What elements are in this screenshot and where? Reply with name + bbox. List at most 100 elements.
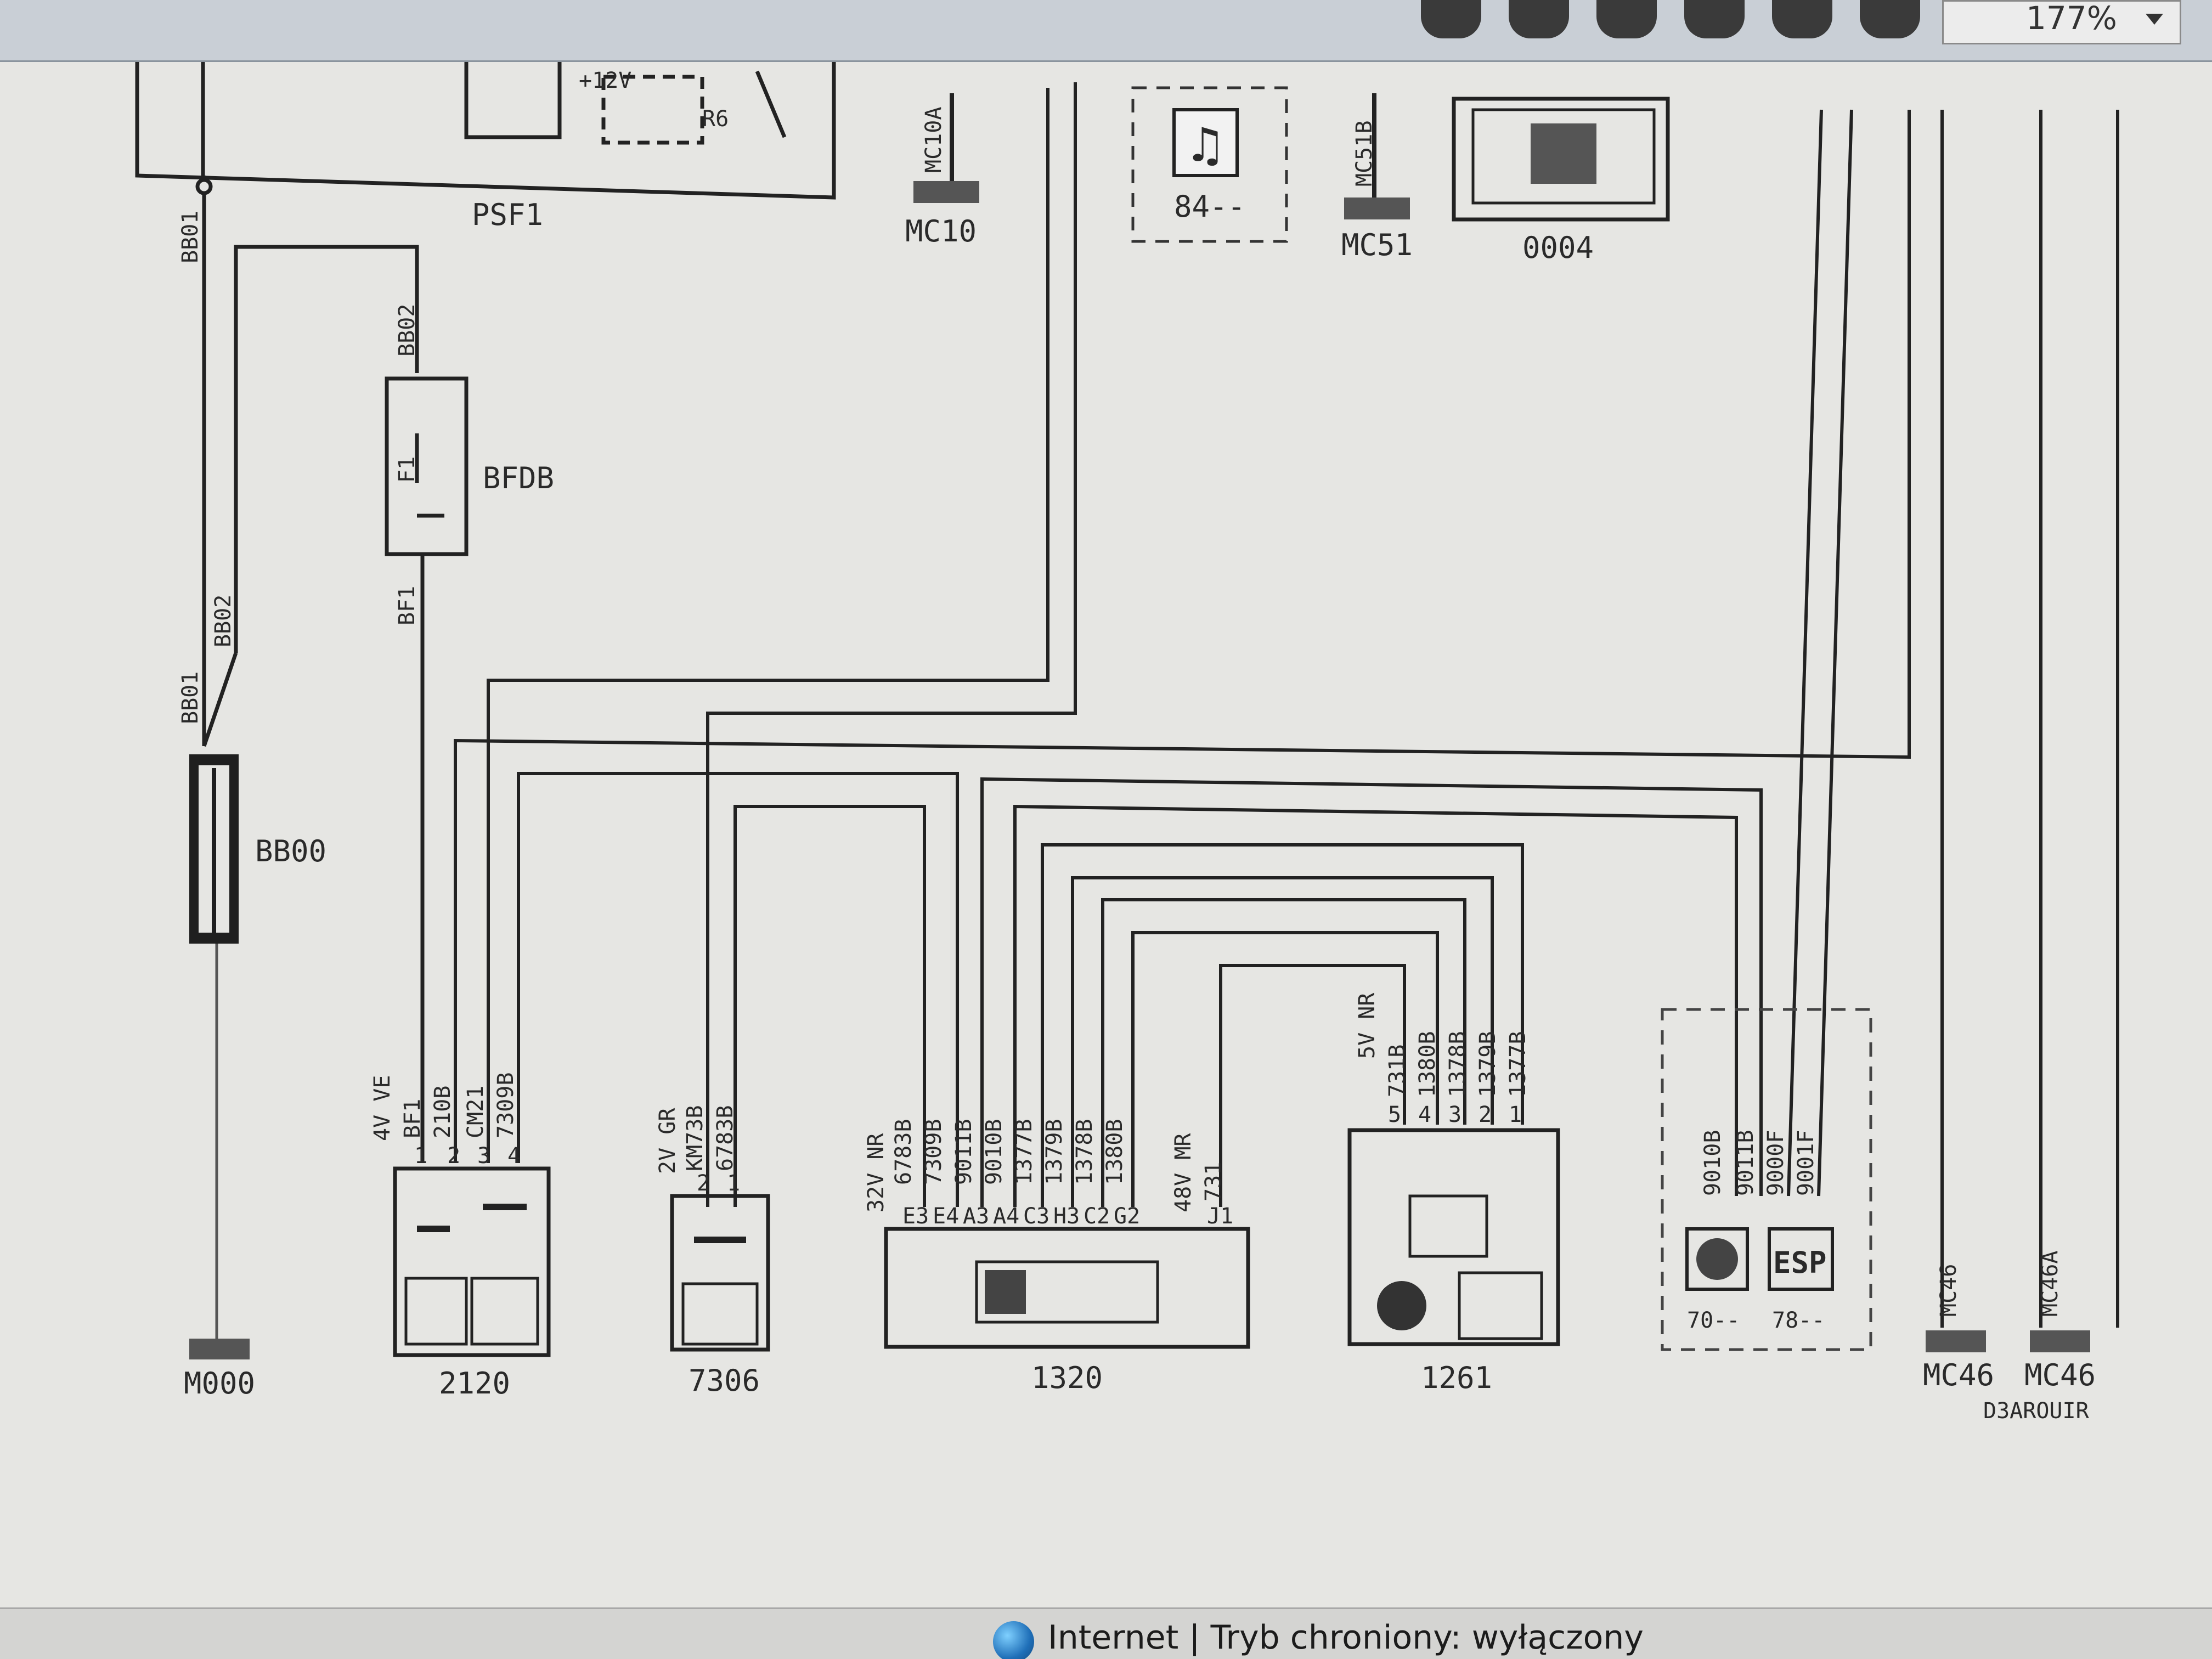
bb02-low-label: BB02 [211, 595, 236, 647]
c1261-label: 1261 [1421, 1361, 1492, 1395]
esp-icon-label: ESP [1773, 1245, 1827, 1280]
c1261-wire-5: 1377B [1505, 1031, 1531, 1097]
c70-label: 70-- [1687, 1308, 1740, 1333]
print-icon[interactable] [1772, 0, 1832, 38]
c1261-header: 5V NR [1355, 992, 1380, 1059]
c2120-pin-3: 3 [477, 1143, 490, 1169]
zoom-value: 177% [2026, 0, 2117, 37]
abs-icon [1696, 1238, 1738, 1280]
c1320-wire-7: 1378B [1072, 1119, 1097, 1185]
pointer-icon[interactable] [1684, 0, 1745, 38]
component-84: ♫ [1131, 86, 1288, 243]
display-icon [1531, 123, 1596, 184]
abs-wire-2: 9011B [1733, 1130, 1758, 1196]
mc46a-label: MC46A [2038, 1251, 2063, 1317]
c1261-wire-2: 1380B [1415, 1031, 1440, 1097]
mc10-ground [913, 93, 979, 203]
c1320-label: 1320 [1031, 1361, 1103, 1395]
mc46-grounds [1926, 1330, 2090, 1352]
c1320-wire-3: 9011B [951, 1119, 977, 1185]
c1261-pin-3: 3 [1448, 1102, 1462, 1127]
bb01-low-label: BB01 [178, 672, 203, 724]
c78-label: 78-- [1772, 1308, 1825, 1333]
abs-wire-1: 9010B [1700, 1130, 1725, 1196]
plus12v-label: +12V [579, 68, 631, 93]
connector-1320 [884, 1227, 1250, 1349]
c1320-pin-2: E4 [933, 1204, 959, 1229]
music-note-icon: ♫ [1190, 116, 1220, 174]
c7306-header: 2V GR [655, 1108, 680, 1174]
mc46-label-1: MC46 [1923, 1358, 1994, 1392]
c2120-wire-3: CM21 [463, 1086, 488, 1138]
viewer-toolbar: 177% [0, 0, 2212, 62]
c7306-wire-1: KM73B [682, 1105, 708, 1171]
mc10-label: MC10 [905, 214, 977, 249]
c1320-header: 32V NR [864, 1133, 889, 1212]
c7306-pin-2: 1 [727, 1171, 740, 1196]
r6-label: R6 [702, 106, 729, 132]
c2120-label: 2120 [439, 1366, 510, 1401]
c1320-wire-4: 9010B [981, 1119, 1007, 1185]
bb01-top-label: BB01 [178, 211, 203, 263]
toolbar-button[interactable] [1596, 0, 1657, 38]
connector-2120 [393, 1166, 551, 1357]
c1320-wire-8: 1380B [1102, 1119, 1127, 1185]
diagram-ref-label: D3AROUIR [1983, 1398, 2090, 1424]
c7306-wire-2: 6783B [713, 1105, 738, 1171]
abs-wire-4: 9001F [1793, 1130, 1819, 1196]
zoom-select[interactable]: 177% [1942, 0, 2181, 44]
c7306-label: 7306 [689, 1363, 760, 1398]
c1320-wire-5: 1377B [1012, 1119, 1037, 1185]
c2120-header: 4V VE [370, 1075, 395, 1141]
c1320-wire-6: 1379B [1042, 1119, 1067, 1185]
f1-label: F1 [394, 456, 420, 483]
c1261-pin-5: 1 [1509, 1102, 1522, 1127]
plus-icon[interactable] [1860, 0, 1920, 38]
c1261-pin-1: 5 [1388, 1102, 1401, 1127]
browser-status-bar [0, 1607, 2212, 1659]
c2120-wire-1: BF1 [400, 1099, 425, 1138]
toolbar-button[interactable] [1509, 0, 1569, 38]
c1320-pin-5: C3 [1023, 1204, 1049, 1229]
left-wiring [195, 176, 469, 1163]
globe-icon [993, 1621, 1034, 1659]
c84-label: 84-- [1174, 189, 1245, 224]
component-0004 [1452, 97, 1670, 222]
c1320-wire2: 731 [1201, 1162, 1226, 1201]
mc51-label: MC51 [1341, 228, 1413, 262]
c1261-pin-4: 2 [1479, 1102, 1492, 1127]
c0004-label: 0004 [1522, 230, 1594, 265]
psf1-label: PSF1 [472, 198, 543, 232]
c2120-pin-1: 1 [414, 1143, 427, 1169]
c2120-wire-4: 7309B [493, 1073, 518, 1138]
bfdb-label: BFDB [483, 461, 554, 495]
c1261-wire-3: 1378B [1445, 1031, 1470, 1097]
c1320-wire-1: 6783B [891, 1119, 916, 1185]
c7306-pin-1: 2 [697, 1171, 710, 1196]
security-status: Internet | Tryb chroniony: wyłączony [1048, 1618, 1644, 1657]
c1261-wire-1: 731B [1385, 1045, 1410, 1097]
c2120-pin-2: 2 [447, 1143, 460, 1169]
c1320-pin-4: A4 [993, 1204, 1019, 1229]
bb00-label: BB00 [255, 834, 326, 868]
mc10a-label: MC10A [921, 107, 946, 173]
mc46-label-2: MC46 [2024, 1358, 2096, 1392]
c1320-wire-2: 7309B [921, 1119, 946, 1185]
toolbar-button[interactable] [1421, 0, 1481, 38]
bb00-battery [189, 754, 250, 1359]
chevron-down-icon [2146, 14, 2163, 25]
bb02-top-label: BB02 [394, 304, 420, 357]
abs-wire-3: 9000F [1763, 1130, 1788, 1196]
mc51-ground [1344, 93, 1410, 219]
c2120-pin-4: 4 [507, 1143, 521, 1169]
mc51b-label: MC51B [1352, 121, 1377, 187]
connector-1261 [1347, 1128, 1560, 1346]
c2120-wire-2: 210B [430, 1086, 455, 1138]
c1320-pin-8: G2 [1114, 1204, 1140, 1229]
c1320-pin-6: H3 [1053, 1204, 1080, 1229]
m000-label: M000 [184, 1366, 255, 1401]
abs-esp-block [1661, 1008, 1872, 1351]
mc46b-label: MC46 [1936, 1264, 1961, 1317]
